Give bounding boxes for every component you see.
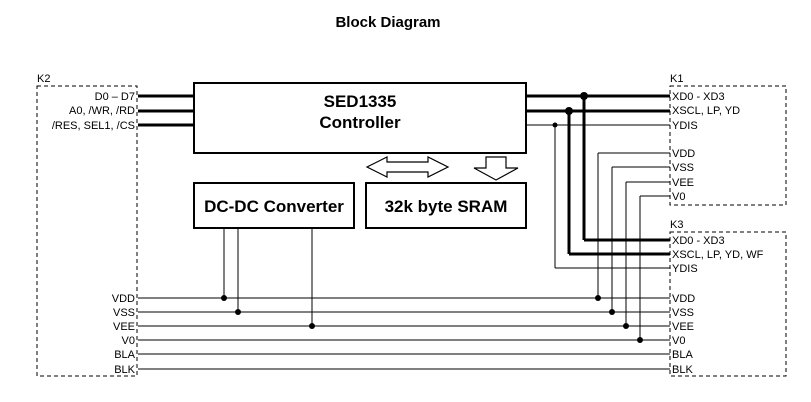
k1-pin-vdd: VDD [672,148,695,160]
k3-pin-ydis: YDIS [672,263,698,275]
k2-label-a0-wr-rd: A0, /WR, /RD [69,105,135,117]
junction-ydis [552,122,558,128]
connector-k3-label: K3 [670,219,683,231]
controller-block [193,82,527,154]
controller-sram-bidirectional-arrow [365,156,450,178]
junction-riser-v0 [637,337,643,343]
k3-pin-xscl: XSCL, LP, YD, WF [672,249,764,261]
sram-label: 32k byte SRAM [385,197,508,216]
connector-k2-label: K2 [37,73,50,85]
junction-xd [580,92,588,100]
k3-pin-v0: V0 [672,335,685,347]
controller-to-sram-arrow [473,156,519,181]
controller-name: SED1335 [324,92,397,111]
k1-pin-xscl: XSCL, LP, YD [672,105,740,117]
junction-dcdc-vss [235,309,241,315]
controller-subtitle: Controller [319,113,401,132]
k2-rail-vee: VEE [113,321,135,333]
k1-pin-vss: VSS [672,162,694,174]
k1-pin-ydis: YDIS [672,120,698,132]
k3-pin-vss: VSS [672,307,694,319]
k1-pin-v0: V0 [672,191,685,203]
k2-label-res-sel1-cs: /RES, SEL1, /CS [52,120,135,132]
k1-pin-xd: XD0 - XD3 [672,91,725,103]
k1-pin-vee: VEE [672,177,694,189]
connector-k2-outline [36,85,138,377]
connector-k3-outline [669,231,787,377]
k2-label-d0-d7: D0 – D7 [95,91,135,103]
k2-rail-vss: VSS [113,307,135,319]
dcdc-converter-block [193,182,355,229]
diagram-title: Block Diagram [335,14,440,31]
junction-dcdc-vdd [221,295,227,301]
k2-rail-v0: V0 [122,335,135,347]
junction-riser-vss [609,309,615,315]
connector-k1-outline [669,85,787,206]
junction-dcdc-vee [309,323,315,329]
sram-block [365,182,527,229]
k2-rail-blk: BLK [114,364,135,376]
k3-pin-vdd: VDD [672,293,695,305]
k3-pin-bla: BLA [672,349,693,361]
connector-k1-label: K1 [670,73,683,85]
k3-pin-blk: BLK [672,364,693,376]
dcdc-converter-label: DC-DC Converter [204,197,344,216]
k3-pin-xd: XD0 - XD3 [672,235,725,247]
k3-pin-vee: VEE [672,321,694,333]
junction-riser-vee [623,323,629,329]
k2-rail-vdd: VDD [112,293,135,305]
junction-xscl [565,107,573,115]
junction-riser-vdd [595,295,601,301]
k2-rail-bla: BLA [114,349,135,361]
